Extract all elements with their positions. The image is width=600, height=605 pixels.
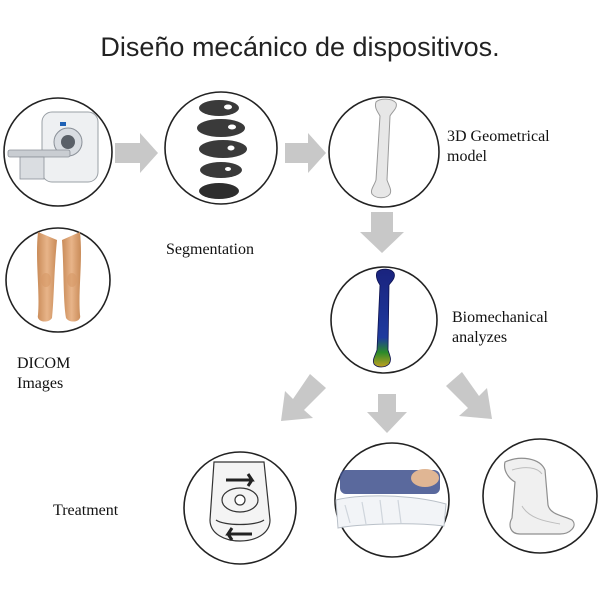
geometrical-model-label: 3D Geometrical model	[447, 127, 550, 167]
legs-icon	[37, 232, 81, 322]
stress-map-bone-icon	[372, 268, 395, 368]
tibia-bone-icon	[371, 98, 397, 199]
orthosis-diagram-image	[183, 451, 297, 565]
segmentation-label: Segmentation	[166, 241, 254, 258]
arrow-analysis-to-brace	[446, 372, 492, 419]
ct-scanner-image	[3, 97, 113, 207]
biomechanical-label: Biomechanical analyzes	[452, 308, 548, 348]
arrow-analysis-to-cast	[367, 394, 407, 433]
biomechanical-label-line2: analyzes	[452, 329, 508, 346]
arrow-model-to-analysis	[360, 212, 404, 253]
geometrical-model-label-line2: model	[447, 148, 487, 165]
arrow-segmentation-to-model	[285, 133, 326, 173]
leg-cast-icon	[335, 469, 447, 529]
bone-model-image	[328, 96, 440, 208]
treatment-label: Treatment	[53, 502, 119, 519]
legs-photo	[5, 227, 111, 333]
dicom-label-line1: DICOM	[17, 355, 71, 372]
ankle-brace-icon	[503, 457, 575, 535]
geometrical-model-label-line1: 3D Geometrical	[447, 128, 550, 145]
ct-scanner-icon	[7, 111, 99, 183]
biomechanical-label-line1: Biomechanical	[452, 309, 548, 326]
stacked-slices-icon	[197, 100, 247, 199]
orthosis-icon	[209, 461, 271, 542]
dicom-label: DICOM Images	[17, 354, 70, 394]
biomechanical-analysis-image	[330, 266, 438, 374]
segmentation-slices-image	[164, 91, 278, 205]
arrow-analysis-to-orthosis	[281, 374, 326, 421]
leg-cast-photo	[334, 442, 450, 558]
dicom-label-line2: Images	[17, 375, 64, 392]
ankle-brace-image	[482, 438, 598, 554]
page-title: Diseño mecánico de dispositivos.	[100, 32, 500, 62]
arrow-ct-to-segmentation	[115, 133, 158, 173]
